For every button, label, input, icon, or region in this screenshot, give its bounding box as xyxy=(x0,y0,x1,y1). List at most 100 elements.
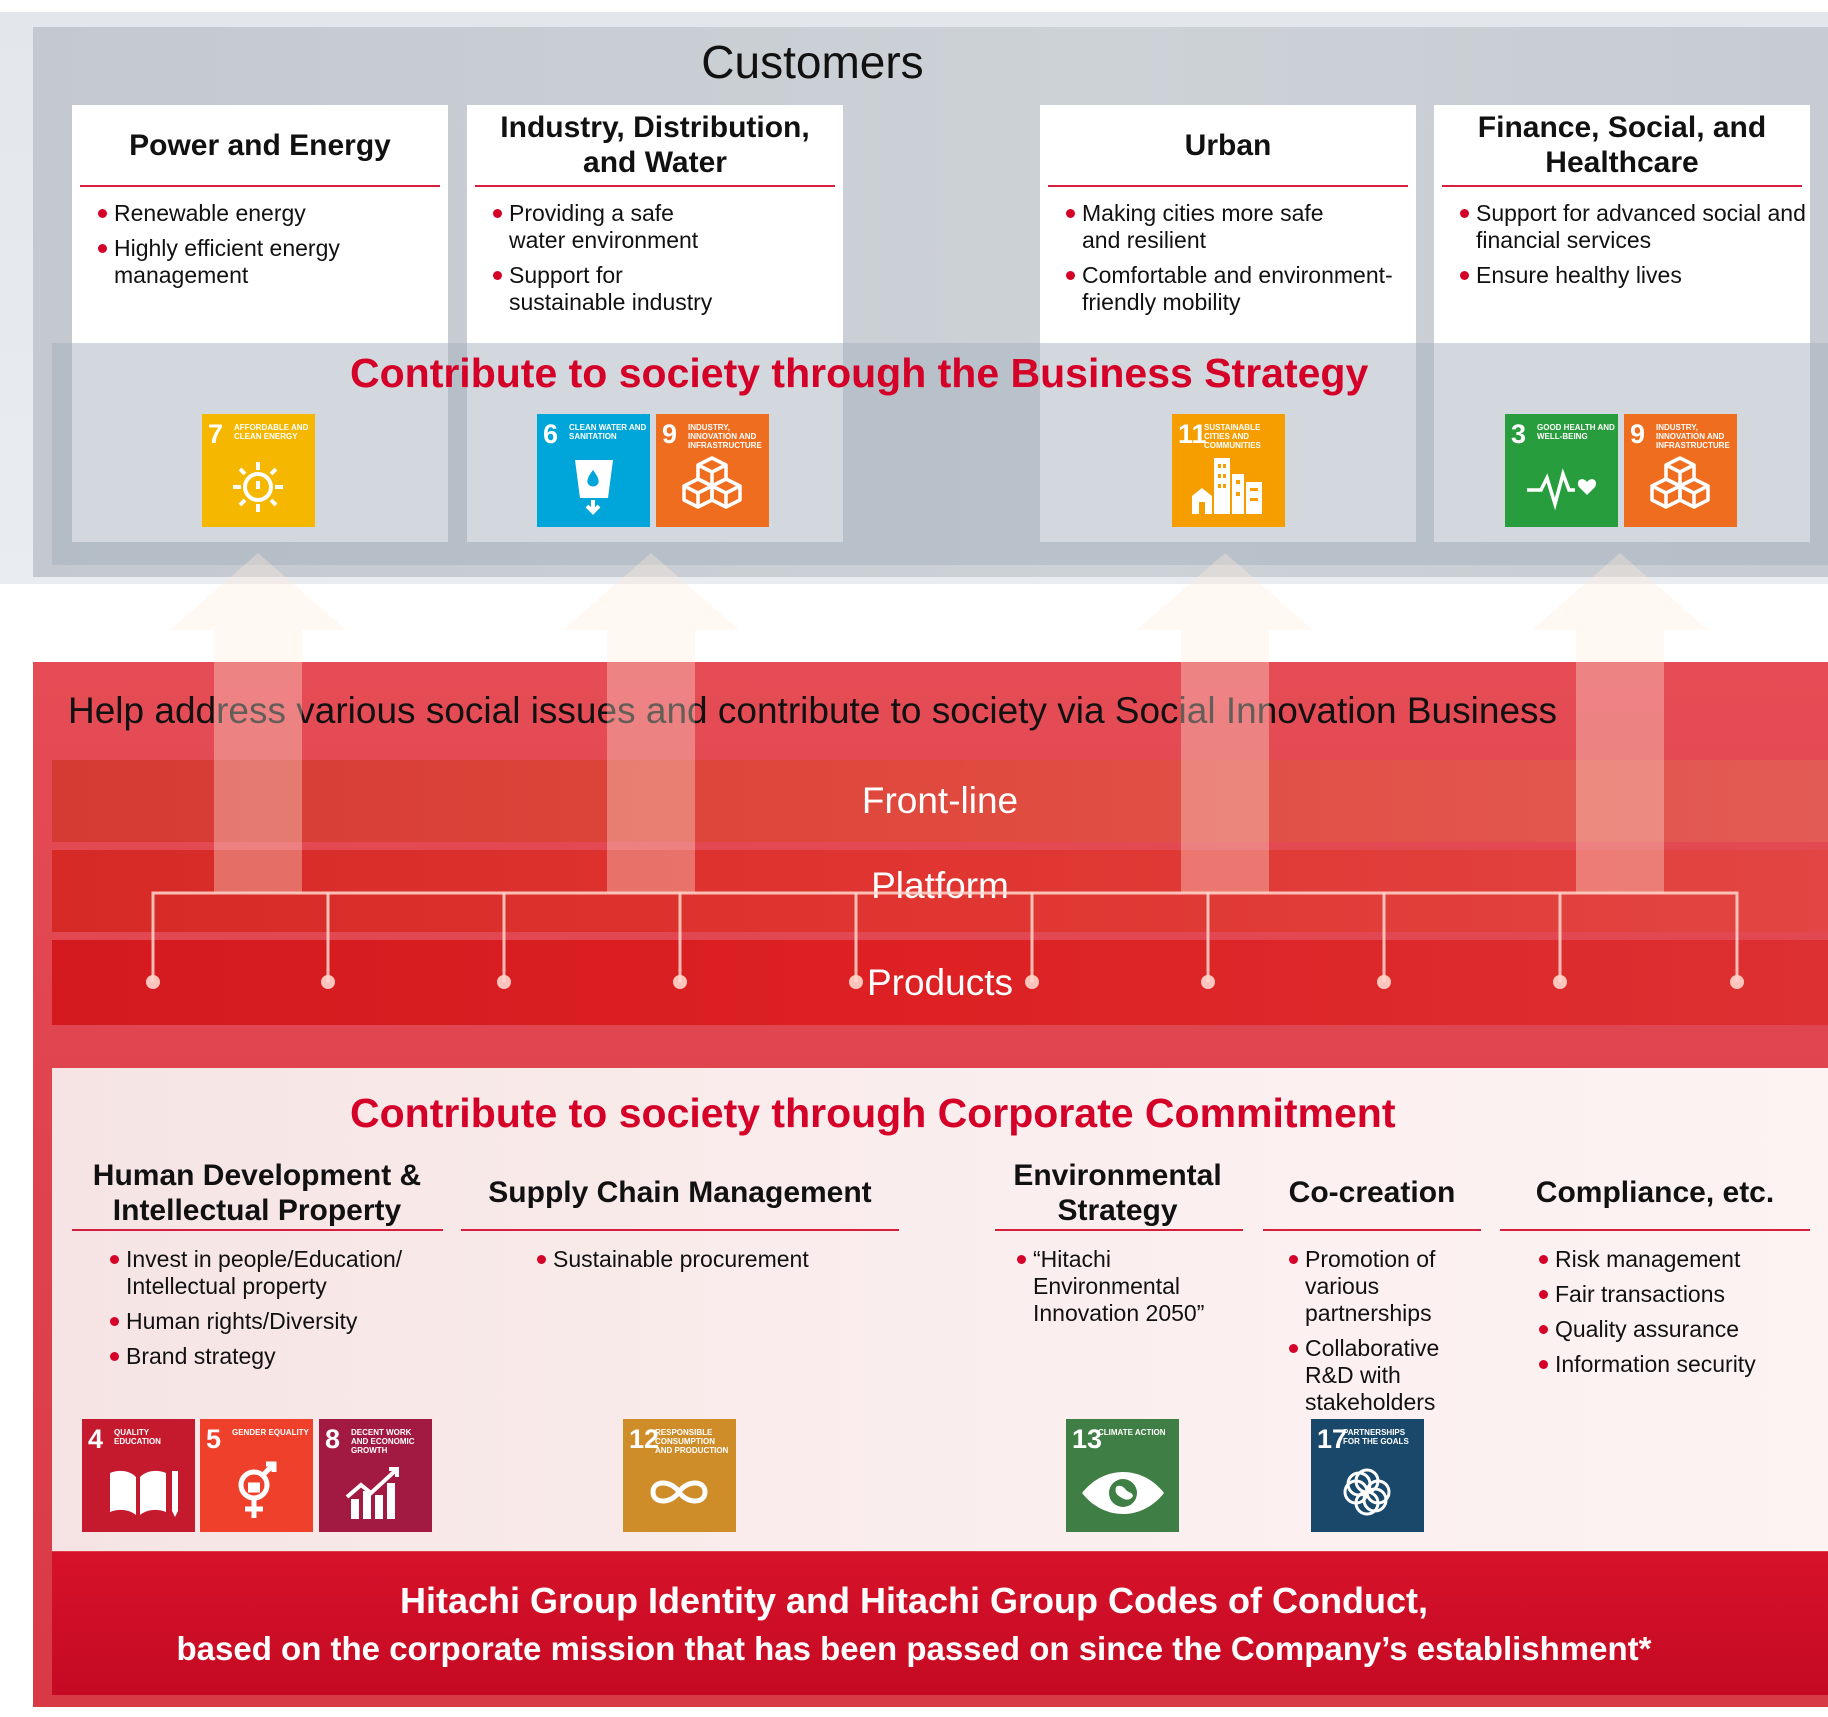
section-divider xyxy=(995,1229,1243,1231)
bullet-item: Ensure healthy lives xyxy=(1458,262,1800,289)
sdg-9-tile: 9 INDUSTRY, INNOVATION AND INFRASTRUCTUR… xyxy=(656,414,769,527)
sdg-label: AFFORDABLE AND CLEAN ENERGY xyxy=(234,423,309,441)
card-bullets: Renewable energy Highly efficient energy… xyxy=(96,200,438,297)
group-identity-band xyxy=(52,1552,1828,1695)
section-bullets: Sustainable procurement xyxy=(535,1246,865,1281)
bullet-item: Collaborative R&D with stakeholders xyxy=(1287,1335,1455,1416)
layer-front-line: Front-line xyxy=(52,760,1828,842)
water-glass-icon xyxy=(575,460,613,515)
growth-chart-icon xyxy=(345,1467,399,1519)
bullet-item: Renewable energy xyxy=(96,200,438,227)
card-bullets: Making cities more safe and resilient Co… xyxy=(1064,200,1406,324)
corporate-commitment-heading: Contribute to society through Corporate … xyxy=(350,1090,1396,1136)
social-innovation-text: Help address various social issues and c… xyxy=(68,690,1558,731)
city-icon xyxy=(1192,458,1262,514)
card-divider xyxy=(80,185,440,187)
sdg-label: INDUSTRY, INNOVATION AND INFRASTRUCTURE xyxy=(688,423,762,450)
heartbeat-icon xyxy=(1527,468,1597,511)
section-divider xyxy=(1263,1229,1481,1231)
section-bullets: Risk management Fair transactions Qualit… xyxy=(1537,1246,1797,1386)
section-bullets: Invest in people/Education/ Intellectual… xyxy=(108,1246,438,1378)
sdg-number: 3 xyxy=(1511,419,1527,449)
layer-label: Products xyxy=(866,961,1013,1003)
section-title-compliance: Compliance, etc. xyxy=(1535,1176,1775,1209)
sdg-4-tile: 4 QUALITY EDUCATION xyxy=(82,1419,195,1532)
card-title: Industry, Distribution, and Water xyxy=(500,111,810,179)
section-title-human-development: Human Development & Intellectual Propert… xyxy=(92,1158,422,1227)
cubes-icon xyxy=(682,456,742,509)
sdg-12-tile: 12 RESPONSIBLE CONSUMPTION AND PRODUCTIO… xyxy=(623,1419,736,1532)
layer-platform: Platform xyxy=(52,850,1828,932)
customers-title: Customers xyxy=(701,36,924,88)
group-identity-line-2: based on the corporate mission that has … xyxy=(176,1630,1652,1667)
sdg-3-tile: 3 GOOD HEALTH AND WELL-BEING xyxy=(1505,414,1618,527)
sdg-label: GENDER EQUALITY xyxy=(232,1428,309,1437)
up-arrow xyxy=(1137,553,1313,893)
card-bullets: Providing a safe water environment Suppo… xyxy=(491,200,833,324)
section-title-environmental-strategy: Environmental Strategy xyxy=(1013,1158,1222,1227)
bracket-connector xyxy=(151,891,1739,982)
sdg-number: 8 xyxy=(325,1424,341,1454)
sdg-number: 12 xyxy=(629,1424,660,1454)
layer-label: Front-line xyxy=(861,780,1019,821)
up-arrow xyxy=(170,553,346,893)
rings-icon xyxy=(1343,1468,1391,1516)
bullet-item: Invest in people/Education/ Intellectual… xyxy=(108,1246,416,1300)
sdg-number: 5 xyxy=(206,1424,222,1454)
connector-dots xyxy=(146,975,1744,989)
cubes-icon xyxy=(1650,456,1710,509)
sdg-number: 6 xyxy=(543,419,559,449)
section-bullets: Promotion of various partnerships Collab… xyxy=(1287,1246,1472,1424)
bullet-item: Brand strategy xyxy=(108,1343,438,1370)
sdg-number: 4 xyxy=(88,1424,104,1454)
bullet-item: Fair transactions xyxy=(1537,1281,1797,1308)
up-arrow xyxy=(1532,553,1708,893)
section-title-co-creation: Co-creation xyxy=(1288,1176,1456,1209)
card-bullets: Support for advanced social and financia… xyxy=(1458,200,1806,297)
group-identity-line-1: Hitachi Group Identity and Hitachi Group… xyxy=(399,1580,1428,1621)
bullet-item: Promotion of various partnerships xyxy=(1287,1246,1455,1327)
bullet-item: Support for sustainable industry xyxy=(491,262,734,316)
sdg-number: 7 xyxy=(208,419,224,449)
sdg-number: 17 xyxy=(1317,1424,1348,1454)
bullet-item: Providing a safe water environment xyxy=(491,200,729,254)
sdg-number: 9 xyxy=(662,419,678,449)
eye-globe-icon xyxy=(1082,1472,1164,1514)
sdg-number: 9 xyxy=(1630,419,1646,449)
infinity-icon xyxy=(650,1480,708,1504)
bullet-item: Human rights/Diversity xyxy=(108,1308,438,1335)
layer-label: Platform xyxy=(871,865,1009,906)
sdg-8-tile: 8 DECENT WORK AND ECONOMIC GROWTH xyxy=(319,1419,432,1532)
bullet-item: Risk management xyxy=(1537,1246,1797,1273)
card-title: Power and Energy xyxy=(129,128,391,162)
bullet-item: Highly efficient energy management xyxy=(96,235,369,289)
bullet-item: Sustainable procurement xyxy=(535,1246,865,1273)
sdg-label: CLIMATE ACTION xyxy=(1098,1428,1166,1437)
section-bullets: “Hitachi Environmental Innovation 2050” xyxy=(1015,1246,1225,1335)
bullet-item: Making cities more safe and resilient xyxy=(1064,200,1352,254)
section-divider xyxy=(1500,1229,1810,1231)
up-arrow xyxy=(563,553,739,893)
card-title: Urban xyxy=(1184,128,1272,162)
sun-power-icon xyxy=(233,462,283,512)
section-title-supply-chain: Supply Chain Management xyxy=(488,1176,872,1209)
layer-products: Products xyxy=(52,940,1828,1025)
sdg-label: CLEAN WATER AND SANITATION xyxy=(569,423,647,441)
section-divider xyxy=(72,1229,443,1231)
sdg-9-tile: 9 INDUSTRY, INNOVATION AND INFRASTRUCTUR… xyxy=(1624,414,1737,527)
sdg-label: QUALITY EDUCATION xyxy=(114,1428,161,1446)
bullet-item: Quality assurance xyxy=(1537,1316,1797,1343)
gender-icon xyxy=(238,1461,277,1518)
bullet-item: Support for advanced social and financia… xyxy=(1458,200,1816,254)
sdg-11-tile: 11 SUSTAINABLE CITIES AND COMMUNITIES xyxy=(1172,414,1285,527)
book-icon xyxy=(110,1470,178,1517)
arrows-layer xyxy=(146,553,1744,989)
bullet-item: “Hitachi Environmental Innovation 2050” xyxy=(1015,1246,1213,1327)
card-divider xyxy=(1048,185,1408,187)
bullet-item: Information security xyxy=(1537,1351,1797,1378)
sdg-6-tile: 6 CLEAN WATER AND SANITATION xyxy=(537,414,650,527)
sdg-number: 13 xyxy=(1072,1424,1103,1454)
section-divider xyxy=(461,1229,899,1231)
sdg-label: RESPONSIBLE CONSUMPTION AND PRODUCTION xyxy=(655,1428,729,1455)
